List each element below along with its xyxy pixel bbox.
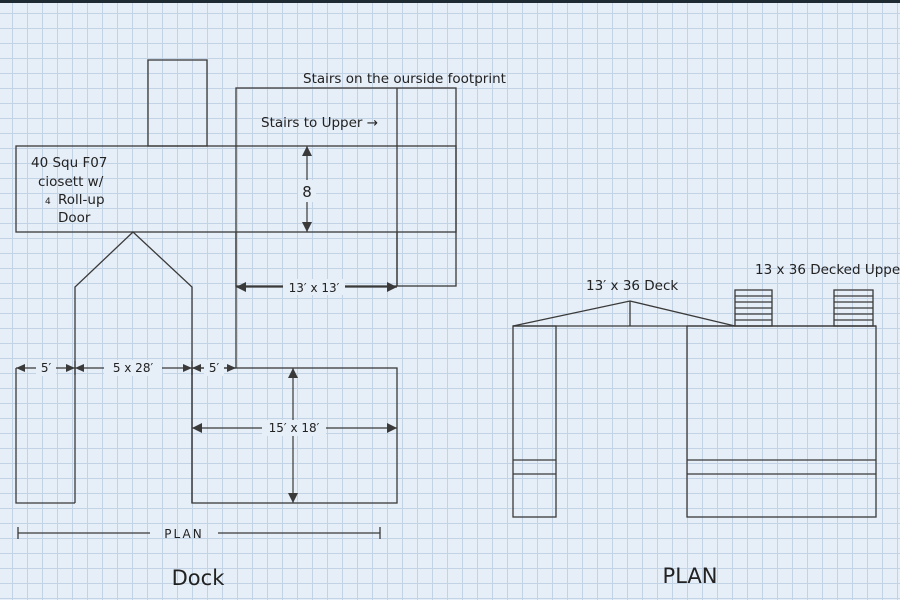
deck-railing-left [734, 289, 773, 327]
dim-row-arrow-c [183, 364, 192, 372]
stairs-outside-label: Stairs on the ourside footprint [303, 71, 506, 87]
dim-8-arrow-bottom [302, 222, 312, 232]
closet-label-line4: Door [58, 210, 91, 226]
stairs-upper-label: Stairs to Upper → [261, 115, 378, 131]
dim-right5-label: 5′ [209, 361, 220, 375]
dim-13x13-arrow-right [387, 282, 397, 292]
closet-label-line2: ciosett w/ [38, 174, 104, 190]
top-border [0, 0, 900, 3]
deck-label: 13′ x 36 Deck [586, 278, 678, 294]
dim-row-arrow-right [227, 364, 236, 372]
elevation-title: PLAN [663, 564, 718, 588]
closet-label-prefix: 4 [45, 197, 51, 207]
dim-8-label-pad [298, 180, 316, 202]
dim-row-arrow-left [16, 364, 25, 372]
dim-dock-label: 5 x 28′ [113, 361, 154, 375]
dim-8-label: 8 [302, 183, 312, 201]
dim-row-arrow-d [192, 364, 201, 372]
dock-house-outline [74, 231, 193, 503]
dock-plan: 8 13′ x 13′ 5′ 5 x 28′ 5′ 15′ x 18′ [15, 59, 506, 590]
dim-row-arrow-b [75, 364, 84, 372]
dim-15x18-label: 15′ x 18′ [269, 421, 320, 435]
dim-13x13-arrow-left [236, 282, 246, 292]
roof-gable [512, 300, 736, 327]
dim-dock-pad [104, 360, 162, 376]
dim-left5-label: 5′ [41, 361, 52, 375]
dim-13x13-label: 13′ x 13′ [289, 281, 340, 295]
dim-15x18-label-pad [262, 420, 326, 436]
chimney-box [147, 59, 208, 147]
left-column [512, 325, 557, 518]
plan-scale-label: PLAN [164, 527, 203, 541]
dim-15x18-arrow-top [288, 368, 298, 378]
deck-railing-right [833, 289, 874, 327]
dim-row-arrow-a [66, 364, 75, 372]
closet-label-line1: 40 Squ F07 [31, 155, 107, 171]
right-building [686, 325, 877, 518]
dim-8-arrow-top [302, 146, 312, 156]
dim-right5-pad [204, 360, 224, 376]
closet-label-line3: Roll-up [58, 192, 105, 208]
room-15x18-box [191, 367, 398, 504]
dim-13x13-label-pad [283, 279, 345, 295]
left-strip-outline [15, 368, 75, 504]
dim-left5-pad [36, 360, 56, 376]
dim-15x18-arrow-right [387, 423, 397, 433]
dim-15x18-arrow-bottom [288, 493, 298, 503]
decked-upper-label: 13 x 36 Decked Upper [755, 262, 900, 278]
dock-title: Dock [172, 566, 226, 590]
elevation-plan: 13′ x 36 Deck 13 x 36 Decked Upper PLAN [512, 262, 900, 588]
dim-15x18-arrow-left [192, 423, 202, 433]
